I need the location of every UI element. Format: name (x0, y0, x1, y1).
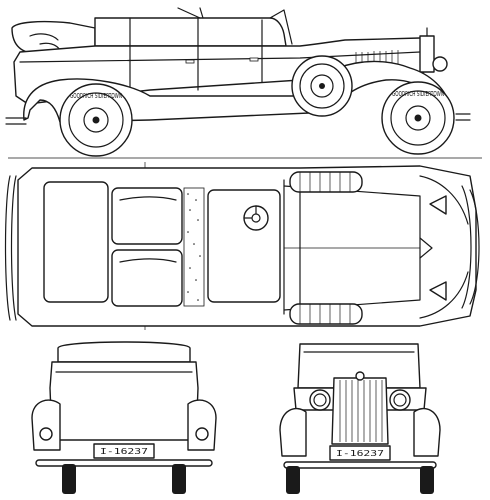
front-plate (329, 445, 391, 461)
rear-plate-text: I-16237 (100, 447, 148, 456)
rear-tyre-right (172, 464, 186, 494)
radiator-side (419, 35, 435, 73)
spare-wheel-top-left (289, 171, 363, 193)
rear-plate (93, 443, 155, 459)
side-window-frame (94, 17, 287, 47)
headlamp-front-left (309, 389, 331, 411)
rear-seat-left (111, 187, 183, 245)
radiator-grille (331, 377, 389, 445)
front-plate-text: I-16237 (336, 449, 384, 458)
rear-view: I-16237 (31, 341, 217, 494)
front-fender-left (279, 407, 307, 457)
front-view: I-16237 (279, 343, 441, 494)
spare-wheel-top-right (289, 303, 363, 325)
headlamp-side (432, 56, 448, 72)
top-view (4, 165, 480, 327)
tire-text-rear: GOODRICH SILVERTOWN (70, 92, 122, 100)
front-tyre-right (420, 466, 434, 494)
side-view: GOODRICH SILVERTOWN GOODRICH SILVERTOWN (5, 7, 471, 157)
rear-tyre-left (62, 464, 76, 494)
headlamp-top-left (429, 195, 447, 215)
tail-lamp-right (195, 427, 209, 441)
floor-mat (183, 187, 205, 307)
rear-folded-top (57, 341, 191, 363)
tail-lamp-left (39, 427, 53, 441)
rear-bumper (35, 459, 213, 467)
front-seat (207, 189, 281, 303)
rear-fender-right (187, 399, 217, 451)
tire-text-front: GOODRICH SILVERTOWN (392, 90, 444, 98)
headlamp-top-right (429, 281, 447, 301)
front-fender-right (413, 407, 441, 457)
rear-fender-left (31, 399, 61, 451)
rear-body (49, 361, 199, 441)
headlamp-front-right (389, 389, 411, 411)
front-tyre-left (286, 466, 300, 494)
top-folded-roof (43, 181, 109, 303)
radiator-cap (355, 371, 365, 381)
rear-seat-right (111, 249, 183, 307)
front-bumper (283, 461, 437, 469)
